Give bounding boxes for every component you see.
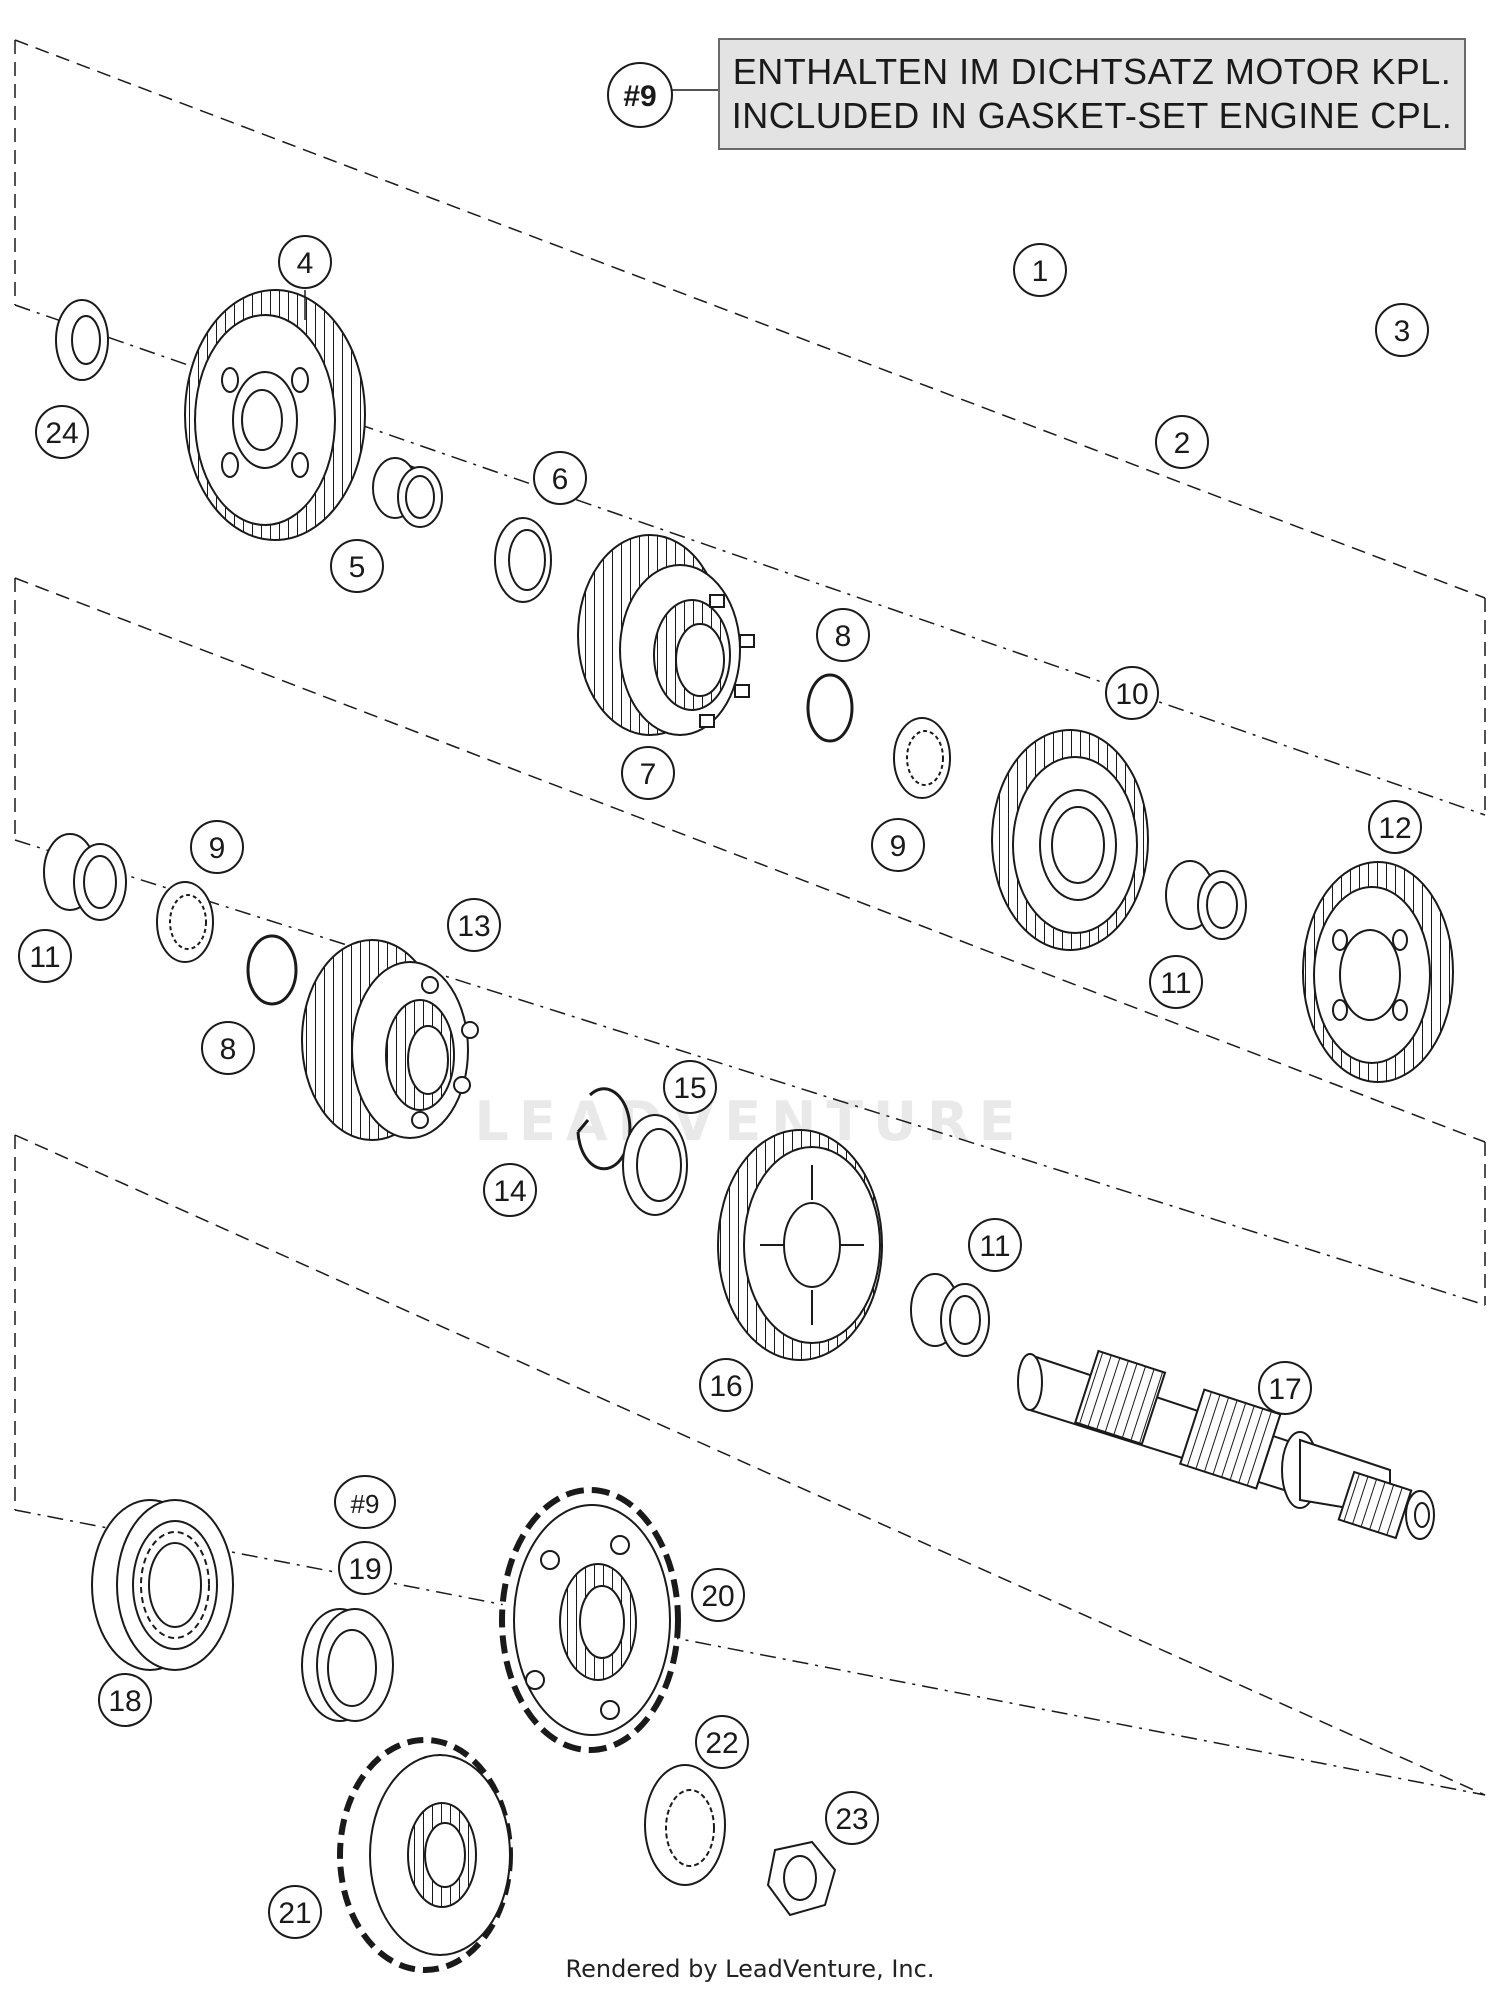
- callout-15: 15: [663, 1060, 717, 1114]
- svg-text:13: 13: [457, 910, 490, 943]
- svg-text:2: 2: [1174, 427, 1191, 460]
- part-14-circlip: [576, 1087, 632, 1171]
- callout-10: 10: [1105, 666, 1159, 720]
- callout-14: 14: [483, 1163, 537, 1217]
- svg-text:17: 17: [1268, 1373, 1301, 1406]
- part-22-lock-washer: [644, 1764, 726, 1886]
- svg-text:8: 8: [220, 1033, 237, 1066]
- part-16-gear: [717, 1129, 883, 1361]
- part-24-washer: [55, 299, 109, 381]
- callout-12: 12: [1368, 800, 1422, 854]
- gasket-set-note: ENTHALTEN IM DICHTSATZ MOTOR KPL. INCLUD…: [718, 38, 1466, 150]
- note-line-german: ENTHALTEN IM DICHTSATZ MOTOR KPL.: [732, 51, 1452, 92]
- svg-text:1: 1: [1032, 255, 1049, 288]
- part-6-washer: [494, 517, 552, 603]
- callout-3: 3: [1375, 303, 1429, 357]
- note-line-english: INCLUDED IN GASKET-SET ENGINE CPL.: [731, 95, 1453, 136]
- note-ref-callout: #9: [607, 62, 673, 128]
- callout-11-left: 11: [18, 929, 72, 983]
- svg-text:#9: #9: [351, 1489, 380, 1519]
- callout-9-upper: 9: [871, 818, 925, 872]
- part-19-seal: [301, 1608, 394, 1722]
- part-7-dog-gear: [577, 534, 755, 736]
- svg-text:21: 21: [278, 1897, 311, 1930]
- svg-text:19: 19: [348, 1553, 381, 1586]
- callouts: 1 2 3 4 5 6 7 8 8 9 9 10 11 11 11 12 13 …: [18, 235, 1429, 1939]
- frame-dashed-lines: [14, 39, 1486, 1796]
- callout-8-left: 8: [201, 1021, 255, 1075]
- part-21-sprocket: [337, 1737, 513, 1973]
- part-23-nut: [766, 1840, 837, 1917]
- part-8-circlip-upper: [806, 673, 854, 743]
- svg-text:11: 11: [29, 941, 60, 974]
- part-4-gear: [184, 289, 366, 541]
- callout-13: 13: [447, 898, 501, 952]
- callout-24: 24: [35, 405, 89, 459]
- callout-18: 18: [98, 1673, 152, 1727]
- part-11-bushing-left: [43, 833, 127, 921]
- part-13-dog-gear: [301, 939, 479, 1141]
- svg-text:5: 5: [349, 551, 366, 584]
- footer-credit: Rendered by LeadVenture, Inc.: [565, 1955, 935, 1983]
- callout-7: 7: [621, 746, 675, 800]
- svg-text:9: 9: [890, 830, 907, 863]
- svg-text:12: 12: [1378, 812, 1411, 845]
- svg-text:18: 18: [108, 1685, 141, 1718]
- svg-text:22: 22: [705, 1727, 738, 1760]
- svg-text:6: 6: [552, 463, 569, 496]
- callout-23: 23: [825, 1791, 879, 1845]
- callout-22: 22: [695, 1715, 749, 1769]
- callout-11-lower: 11: [968, 1218, 1022, 1272]
- svg-text:10: 10: [1115, 678, 1148, 711]
- part-10-gear: [991, 729, 1149, 951]
- svg-text:15: 15: [673, 1072, 706, 1105]
- svg-text:8: 8: [835, 620, 852, 653]
- part-12-gear: [1302, 861, 1454, 1083]
- svg-text:11: 11: [1160, 967, 1191, 1000]
- watermark-text: LEADVENTURE: [474, 1090, 1026, 1153]
- svg-text:9: 9: [209, 832, 226, 865]
- part-20-sprocket: [499, 1487, 681, 1753]
- part-11-bushing-lower: [910, 1273, 990, 1357]
- callout-6: 6: [533, 451, 587, 505]
- svg-text:24: 24: [45, 417, 78, 450]
- callout-5: 5: [330, 539, 384, 593]
- leader-lines: [304, 89, 718, 320]
- part-11-bushing-right: [1165, 860, 1247, 940]
- callout-21: 21: [268, 1885, 322, 1939]
- svg-text:20: 20: [701, 1580, 734, 1613]
- callout-8-upper: 8: [816, 608, 870, 662]
- svg-text:7: 7: [640, 758, 657, 791]
- svg-text:3: 3: [1394, 315, 1411, 348]
- callout-2: 2: [1155, 415, 1209, 469]
- svg-text:4: 4: [297, 247, 314, 280]
- callout-20: 20: [691, 1568, 745, 1622]
- callout-1: 1: [1013, 243, 1067, 297]
- callout-9-left: 9: [190, 820, 244, 874]
- callout-4: 4: [278, 235, 332, 289]
- note-ref-text: #9: [623, 80, 656, 113]
- callout-19: 19: [338, 1541, 392, 1595]
- part-17-main-shaft: [1017, 1349, 1435, 1540]
- part-15-washer: [622, 1114, 688, 1216]
- part-8-circlip-left: [246, 934, 298, 1006]
- part-9-lock-washer-left: [156, 881, 214, 963]
- svg-text:14: 14: [493, 1175, 526, 1208]
- svg-text:11: 11: [979, 1230, 1010, 1263]
- svg-text:23: 23: [835, 1803, 868, 1836]
- part-5-bushing: [372, 457, 443, 528]
- axis-lines: [14, 304, 1486, 1796]
- callout-17: 17: [1258, 1361, 1312, 1415]
- callout-11-right: 11: [1149, 955, 1203, 1009]
- svg-text:16: 16: [709, 1370, 742, 1403]
- part-18-bearing: [91, 1499, 234, 1671]
- callout-16: 16: [699, 1358, 753, 1412]
- callout-19-ref: #9: [334, 1475, 396, 1529]
- part-9-lock-washer-upper: [893, 717, 951, 799]
